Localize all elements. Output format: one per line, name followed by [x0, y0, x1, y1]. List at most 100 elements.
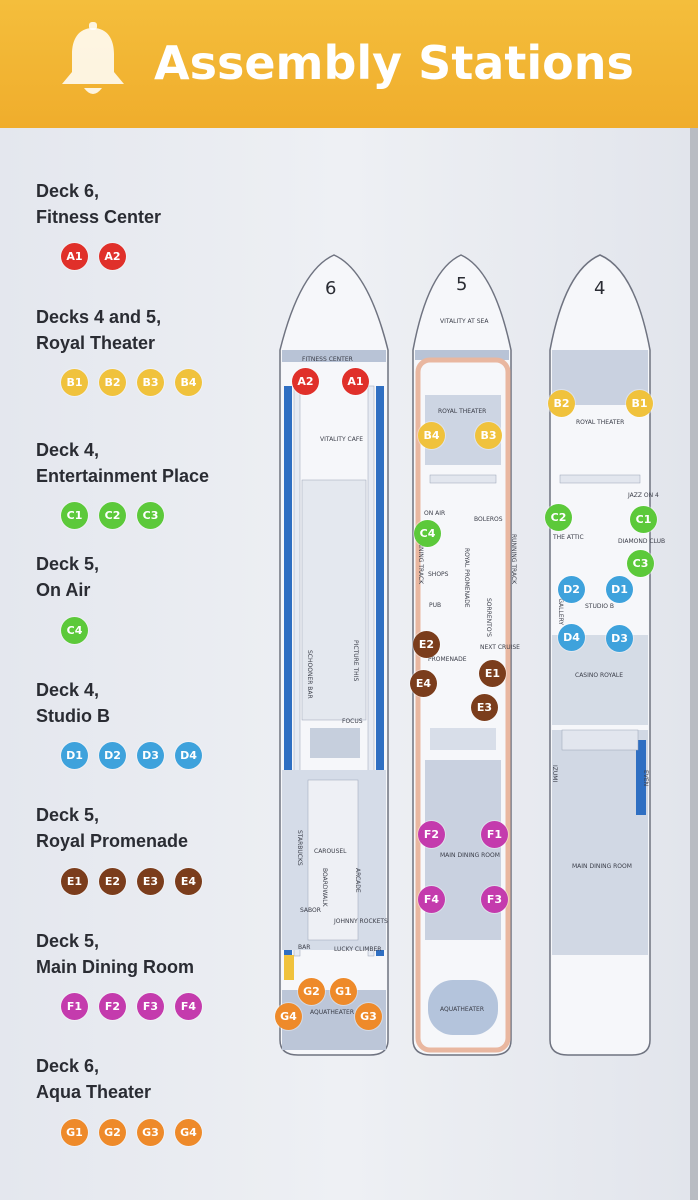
- deck6-vlabel: STARBUCKS: [296, 830, 303, 866]
- map-station-d2: D2: [558, 576, 585, 603]
- station-f3: F3: [137, 993, 164, 1020]
- map-station-d4: D4: [558, 624, 585, 651]
- deck4-label: ROYAL THEATER: [576, 419, 625, 426]
- station-a2: A2: [99, 243, 126, 270]
- deck-6-number: 6: [325, 278, 337, 299]
- map-station-f1: F1: [481, 821, 508, 848]
- map-station-e3: E3: [471, 694, 498, 721]
- deck4-label: MAIN DINING ROOM: [572, 863, 632, 870]
- map-station-b4: B4: [418, 422, 445, 449]
- station-c1: C1: [61, 502, 88, 529]
- station-c2: C2: [99, 502, 126, 529]
- deck6-vlabel: PICTURE THIS: [352, 640, 359, 682]
- map-station-g2: G2: [298, 978, 325, 1005]
- map-station-g1: G1: [330, 978, 357, 1005]
- station-a1: A1: [61, 243, 88, 270]
- station-g2: G2: [99, 1119, 126, 1146]
- station-d4: D4: [175, 742, 202, 769]
- deck5-vlabel: ROYAL PROMENADE: [463, 548, 470, 608]
- deck4-label: DIAMOND CLUB: [618, 538, 666, 545]
- legend-title: Decks 4 and 5,Royal Theater: [36, 307, 162, 353]
- deck5-vlabel: RUNNING TRACK: [510, 534, 517, 585]
- station-d3: D3: [137, 742, 164, 769]
- deck6-vlabel: SCHOONER BAR: [306, 650, 313, 699]
- station-e1: E1: [61, 868, 88, 895]
- deck5-label: AQUATHEATER: [440, 1006, 484, 1013]
- screen-edge: [690, 0, 698, 1200]
- deck6-label: VITALITY CAFE: [320, 436, 364, 443]
- deck-4-number: 4: [594, 278, 606, 299]
- deck4-label: THE ATTIC: [553, 534, 584, 541]
- deck6-label: LUCKY CLIMBER: [334, 946, 382, 953]
- station-c4: C4: [61, 617, 88, 644]
- map-station-f4: F4: [418, 886, 445, 913]
- station-d1: D1: [61, 742, 88, 769]
- deck5-label: ROYAL THEATER: [438, 408, 487, 415]
- map-station-f3: F3: [481, 886, 508, 913]
- deck4-label: JAZZ ON 4: [628, 492, 659, 499]
- station-f1: F1: [61, 993, 88, 1020]
- station-g4: G4: [175, 1119, 202, 1146]
- deck5-label: ON AIR: [424, 510, 446, 517]
- station-f2: F2: [99, 993, 126, 1020]
- map-station-c1: C1: [630, 506, 657, 533]
- deck4-vlabel: EVEN: [642, 770, 649, 787]
- deck-5-number: 5: [456, 274, 468, 295]
- deck6-vlabel: ARCADE: [354, 868, 361, 893]
- map-station-g3: G3: [355, 1003, 382, 1030]
- map-station-c2: C2: [545, 504, 572, 531]
- deck5-label: BOLEROS: [474, 516, 503, 523]
- station-b3: B3: [137, 369, 164, 396]
- station-d2: D2: [99, 742, 126, 769]
- station-g3: G3: [137, 1119, 164, 1146]
- station-b4: B4: [175, 369, 202, 396]
- map-station-c4: C4: [414, 520, 441, 547]
- map-station-b1: B1: [626, 390, 653, 417]
- header-bar: Assembly Stations: [0, 0, 698, 128]
- station-e4: E4: [175, 868, 202, 895]
- station-b1: B1: [61, 369, 88, 396]
- map-station-c3: C3: [627, 550, 654, 577]
- deck6-label: BAR: [298, 944, 311, 951]
- legend-title: Deck 6,Aqua Theater: [36, 1056, 152, 1102]
- map-station-e2: E2: [413, 631, 440, 658]
- map-station-d1: D1: [606, 576, 633, 603]
- map-station-e4: E4: [410, 670, 437, 697]
- station-f4: F4: [175, 993, 202, 1020]
- legend-title: Deck 5,Main Dining Room: [36, 931, 194, 977]
- deck5-label: MAIN DINING ROOM: [440, 852, 500, 859]
- deck6-label: AQUATHEATER: [310, 1009, 354, 1016]
- map-station-b2: B2: [548, 390, 575, 417]
- deck5-label: SHOPS: [428, 571, 449, 578]
- station-e3: E3: [137, 868, 164, 895]
- map-station-g4: G4: [275, 1003, 302, 1030]
- bell-icon: [62, 22, 124, 94]
- deck4-label: CASINO ROYALE: [575, 672, 623, 679]
- station-e2: E2: [99, 868, 126, 895]
- map-station-a2: A2: [292, 368, 319, 395]
- deck6-label: FOCUS: [342, 718, 363, 725]
- deck5-label: PROMENADE: [428, 656, 467, 663]
- deck5-label: VITALITY AT SEA: [440, 318, 489, 325]
- map-station-a1: A1: [342, 368, 369, 395]
- deck5-vlabel: SORRENTO'S: [485, 598, 492, 637]
- deck5-label: PUB: [429, 602, 442, 609]
- map-station-d3: D3: [606, 625, 633, 652]
- map-station-e1: E1: [479, 660, 506, 687]
- deck6-vlabel: BOARDWALK: [321, 868, 328, 907]
- legend-title: Deck 6,Fitness Center: [36, 181, 162, 227]
- legend-title: Deck 4,Studio B: [36, 680, 110, 726]
- legend-title: Deck 5,On Air: [36, 554, 100, 600]
- deck6-label: JOHNNY ROCKETS: [334, 918, 388, 925]
- station-b2: B2: [99, 369, 126, 396]
- deck6-label: CAROUSEL: [314, 848, 347, 855]
- deck6-label: FITNESS CENTER: [302, 356, 353, 363]
- station-g1: G1: [61, 1119, 88, 1146]
- legend-title: Deck 5,Royal Promenade: [36, 805, 189, 851]
- map-station-f2: F2: [418, 821, 445, 848]
- legend-title: Deck 4,Entertainment Place: [36, 440, 210, 486]
- page-title: Assembly Stations: [154, 36, 634, 90]
- deck-maps-outline: [279, 254, 651, 1056]
- station-c3: C3: [137, 502, 164, 529]
- deck6-label: SABOR: [300, 907, 321, 914]
